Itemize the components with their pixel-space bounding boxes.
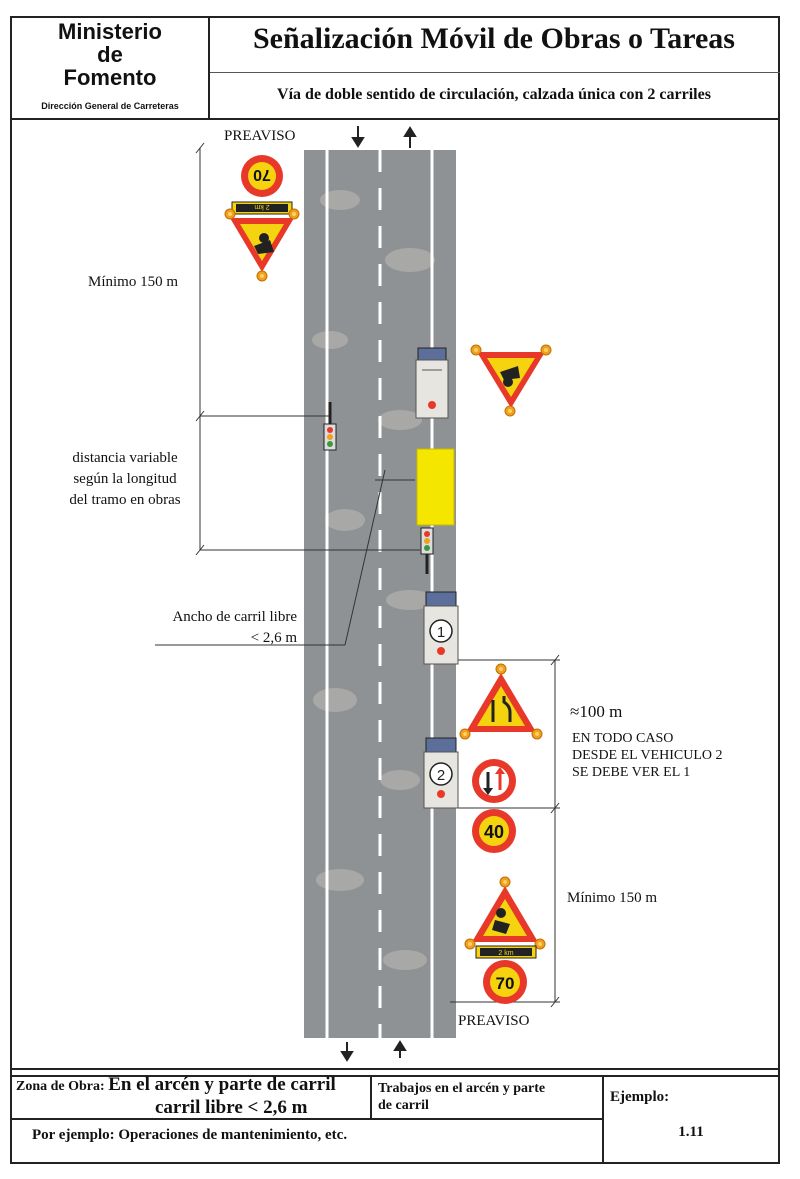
speed-limit-70-sign-top: 70: [241, 155, 283, 197]
speed-70-bottom-text: 70: [496, 974, 515, 993]
direction-name: Dirección General de Carreteras: [41, 101, 179, 111]
ancho-line-1: Ancho de carril libre: [172, 609, 297, 625]
trabajos-line-2: de carril: [378, 1098, 429, 1113]
vehicle-2-number: 2: [437, 767, 445, 784]
direction-arrow-up-top: [403, 126, 417, 148]
vehicle-2: 2: [423, 737, 459, 809]
ministry-line-1: Ministerio: [58, 19, 162, 44]
trabajos-line-1: Trabajos en el arcén y parte: [378, 1081, 546, 1096]
preaviso-bottom-label: PREAVISO: [458, 1013, 530, 1029]
preaviso-top-label: PREAVISO: [224, 128, 296, 144]
distancia-line-1: distancia variable: [72, 450, 178, 466]
plate-top-text: 2 km: [254, 203, 269, 210]
ancho-line-2: < 2,6 m: [250, 630, 297, 646]
minimo-bottom-label: Mínimo 150 m: [567, 890, 658, 906]
distancia-line-3: del tramo en obras: [69, 492, 181, 508]
ministry-name: Ministerio de Fomento: [12, 20, 208, 89]
footer-top-line-inner: [10, 1075, 780, 1077]
distance-plate-bottom: 2 km: [475, 945, 537, 959]
zona-de-obra: Zona de Obra: En el arcén y parte de car…: [16, 1074, 336, 1096]
footer-divider-1: [370, 1075, 372, 1119]
approx-100m-label: ≈100 m: [570, 702, 623, 721]
page-title: Señalización Móvil de Obras o Tareas: [253, 22, 735, 55]
page-frame: [10, 16, 780, 1164]
zona-value-line-1: En el arcén y parte de carril: [108, 1074, 336, 1095]
roadworks-sign-bottom: [464, 876, 546, 950]
direction-arrow-down-bottom: [340, 1042, 354, 1062]
zona-label: Zona de Obra:: [16, 1079, 105, 1094]
footer-divider-2: [602, 1075, 604, 1164]
speed-limit-40-sign: 40: [472, 809, 516, 853]
plate-bottom-text: 2 km: [498, 950, 513, 957]
speed-40-text: 40: [484, 822, 504, 842]
direction-arrow-up-bottom: [393, 1040, 407, 1058]
en-todo-caso-note: EN TODO CASO DESDE EL VEHICULO 2 SE DEBE…: [572, 730, 723, 781]
page-subtitle: Vía de doble sentido de circulación, cal…: [277, 86, 711, 103]
oncoming-vehicle: [415, 347, 449, 419]
en-todo-line-2: DESDE EL VEHICULO 2: [572, 748, 723, 763]
en-todo-line-3: SE DEBE VER EL 1: [572, 765, 691, 780]
ministry-line-2: de: [97, 42, 123, 67]
minimo-top-label: Mínimo 150 m: [88, 274, 179, 290]
speed-limit-70-sign-bottom: 70: [483, 960, 527, 1004]
ejemplo-label: Ejemplo:: [610, 1089, 670, 1105]
traffic-light-left: [323, 402, 337, 451]
footer-middle-line: [10, 1118, 604, 1120]
direction-arrow-down-top: [351, 126, 365, 148]
speed-70-top-text: 70: [253, 166, 271, 183]
header-column-divider: [208, 16, 210, 119]
vehicle-1-number: 1: [437, 624, 445, 641]
footer-top-line: [10, 1068, 780, 1070]
por-ejemplo-note: Por ejemplo: Operaciones de mantenimient…: [32, 1127, 348, 1143]
priority-oncoming-sign: [472, 759, 516, 803]
distance-plate-top: 2 km: [231, 201, 293, 215]
road-texture: [312, 190, 435, 970]
ministry-line-3: Fomento: [63, 65, 157, 90]
ejemplo-number: 1.11: [678, 1124, 704, 1140]
en-todo-line-1: EN TODO CASO: [572, 731, 674, 746]
trabajos-description: Trabajos en el arcén y parte de carril: [378, 1080, 598, 1114]
header-divider: [10, 118, 780, 120]
distancia-line-2: según la longitud: [73, 471, 177, 487]
zona-value-line-2: carril libre < 2,6 m: [155, 1097, 308, 1118]
title-divider: [210, 72, 780, 73]
roadworks-sign-top: [224, 208, 300, 282]
traffic-light-right: [420, 527, 434, 574]
distancia-variable-label: distancia variable según la longitud del…: [50, 448, 200, 511]
roadworks-sign-right: [470, 344, 552, 417]
road-narrows-sign: [459, 663, 543, 740]
ancho-carril-label: Ancho de carril libre < 2,6 m: [162, 607, 297, 649]
work-zone-area: [416, 448, 455, 526]
vehicle-1: 1: [423, 591, 459, 665]
